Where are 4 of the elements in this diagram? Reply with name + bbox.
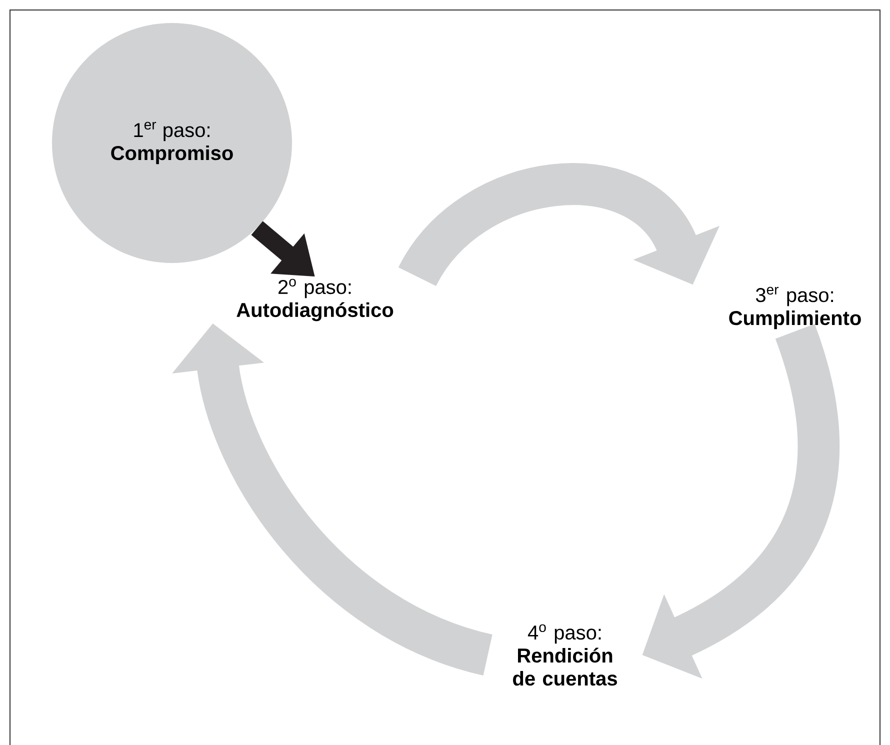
- curved-arrow: [399, 163, 720, 288]
- step-label: 4$^{o}$ paso: Rendición de cuentas: [513, 624, 617, 686]
- step-label: 3$^{er}$ paso: Cumplimiento: [729, 286, 861, 330]
- step-label: 2$^{o}$ paso: Autodiagnóstico: [236, 278, 394, 322]
